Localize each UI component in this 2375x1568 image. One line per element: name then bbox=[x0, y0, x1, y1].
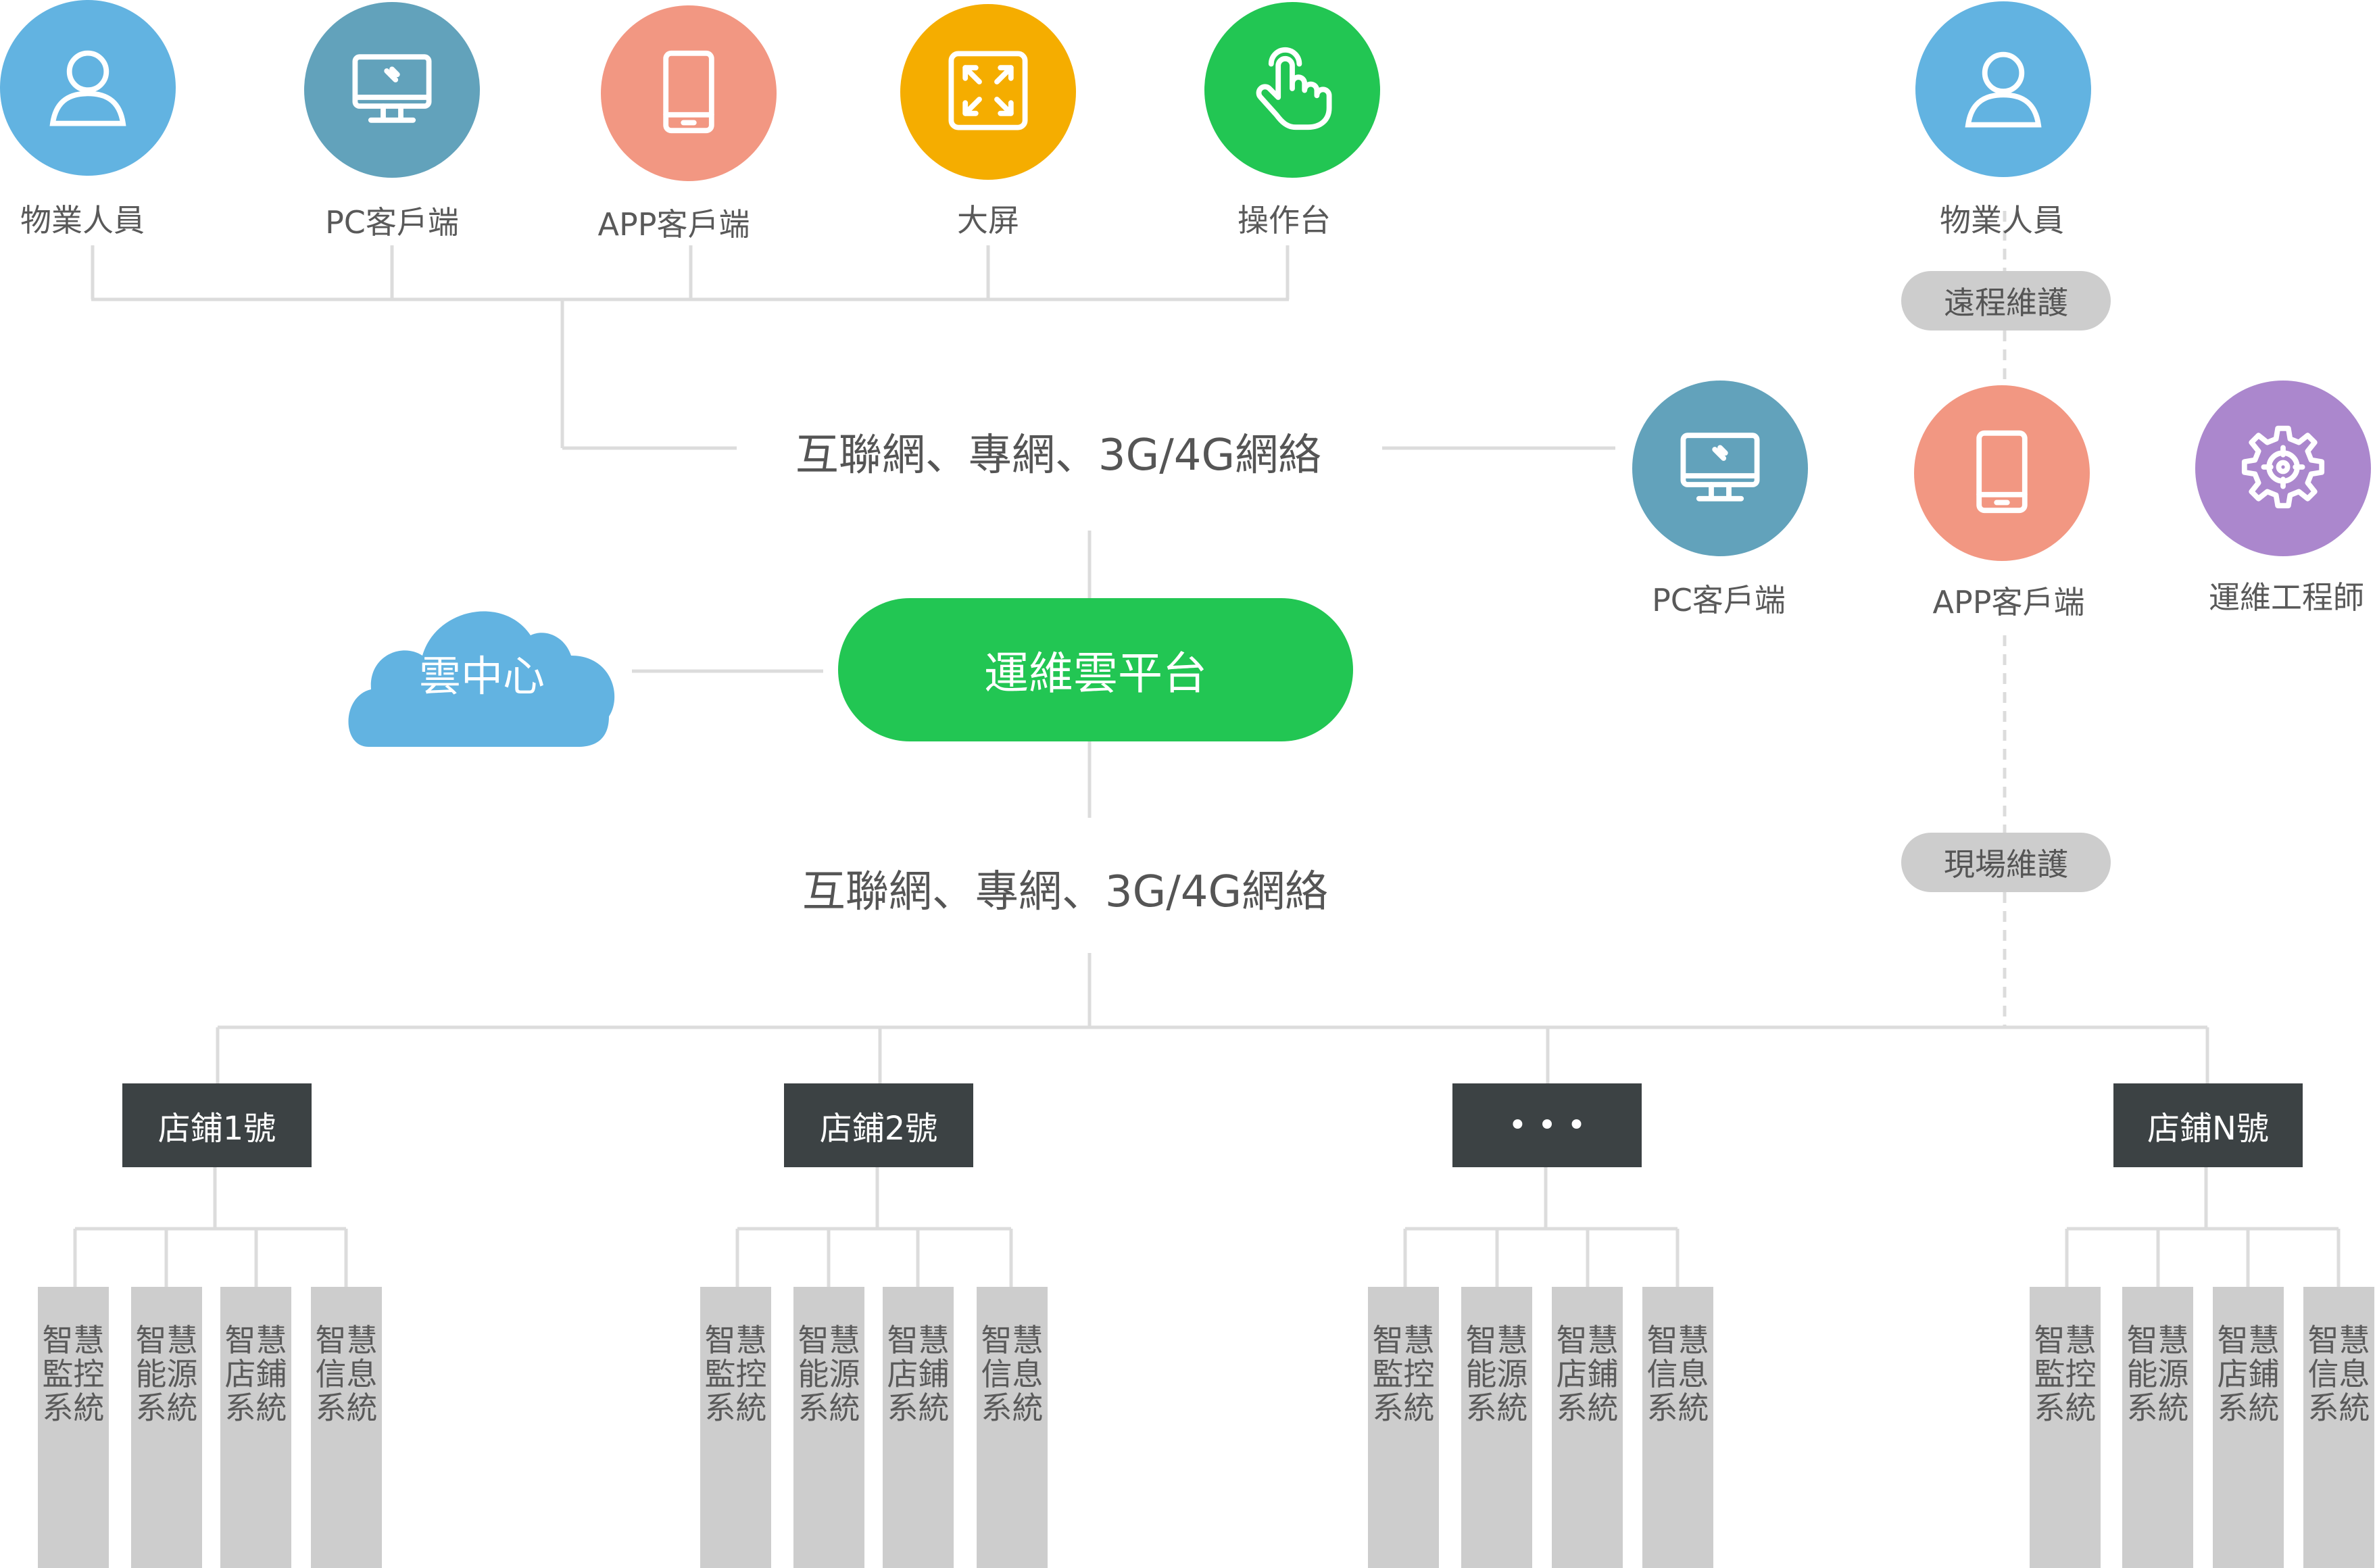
store-1-system-store: 智慧店鋪系統 bbox=[220, 1287, 291, 1568]
store-n-system-info: 智慧信息系統 bbox=[2303, 1287, 2374, 1568]
top-console-label: 操作台 bbox=[1238, 202, 1331, 239]
store-1-system-monitoring: 智慧監控系統 bbox=[38, 1287, 109, 1568]
store-more-system-monitoring: 智慧監控系統 bbox=[1368, 1287, 1439, 1568]
top-app-node bbox=[601, 5, 777, 181]
store-more-system-energy: 智慧能源系統 bbox=[1461, 1287, 1532, 1568]
store-2: 店鋪2號 bbox=[784, 1083, 973, 1167]
right-user-node bbox=[1915, 1, 2091, 177]
store-n-system-energy: 智慧能源系統 bbox=[2122, 1287, 2193, 1568]
top-user-label: 物業人員 bbox=[20, 202, 145, 239]
cloud-center-label: 雲中心 bbox=[418, 652, 545, 701]
monitor-icon bbox=[1676, 423, 1764, 514]
remote-maintenance-badge: 遠程維護 bbox=[1901, 271, 2111, 330]
right-app-label: APP客戶端 bbox=[1932, 584, 2085, 620]
cloud-shape bbox=[348, 611, 615, 747]
monitor-icon bbox=[348, 45, 436, 135]
right-user-label: 物業人員 bbox=[1940, 202, 2064, 239]
store-2-system-monitoring: 智慧監控系統 bbox=[700, 1287, 771, 1568]
store-more-system-store: 智慧店鋪系統 bbox=[1552, 1287, 1623, 1568]
store-1-system-info: 智慧信息系統 bbox=[311, 1287, 382, 1568]
user-icon bbox=[44, 43, 132, 133]
top-screen-node bbox=[900, 4, 1076, 180]
top-user-node bbox=[0, 0, 176, 176]
store-2-system-store: 智慧店鋪系統 bbox=[883, 1287, 954, 1568]
store-1-system-energy: 智慧能源系統 bbox=[131, 1287, 202, 1568]
right-engineer-node bbox=[2195, 381, 2371, 556]
store-n-system-store: 智慧店鋪系統 bbox=[2213, 1287, 2284, 1568]
store-2-system-info: 智慧信息系統 bbox=[977, 1287, 1048, 1568]
user-icon bbox=[1959, 44, 2047, 134]
onsite-maintenance-badge: 現場維護 bbox=[1901, 833, 2111, 892]
right-engineer-label: 運維工程師 bbox=[2209, 579, 2364, 616]
store-n-system-monitoring: 智慧監控系統 bbox=[2030, 1287, 2101, 1568]
top-app-label: APP客戶端 bbox=[597, 206, 750, 243]
right-app-node bbox=[1914, 385, 2090, 561]
tap-icon bbox=[1248, 45, 1336, 135]
network-bottom-label: 互聯網、專網、3G/4G網絡 bbox=[802, 867, 1329, 917]
top-console-node bbox=[1204, 2, 1380, 178]
gear-icon bbox=[2239, 423, 2327, 514]
right-pc-label: PC客戶端 bbox=[1652, 582, 1786, 618]
top-pc-node bbox=[304, 2, 480, 178]
store-n: 店鋪N號 bbox=[2113, 1083, 2303, 1167]
right-pc-node bbox=[1632, 381, 1808, 556]
network-top-label: 互聯網、專網、3G/4G網絡 bbox=[795, 431, 1322, 481]
store-1: 店鋪1號 bbox=[122, 1083, 312, 1167]
store-more: • • • bbox=[1452, 1083, 1642, 1167]
top-pc-label: PC客戶端 bbox=[325, 204, 459, 241]
phone-icon bbox=[1958, 428, 2046, 518]
store-more-system-info: 智慧信息系統 bbox=[1642, 1287, 1713, 1568]
fullscreen-icon bbox=[944, 47, 1032, 137]
phone-icon bbox=[645, 48, 733, 139]
store-2-system-energy: 智慧能源系統 bbox=[793, 1287, 864, 1568]
ops-cloud-platform: 運維雲平台 bbox=[838, 598, 1353, 741]
top-screen-label: 大屏 bbox=[957, 202, 1019, 239]
